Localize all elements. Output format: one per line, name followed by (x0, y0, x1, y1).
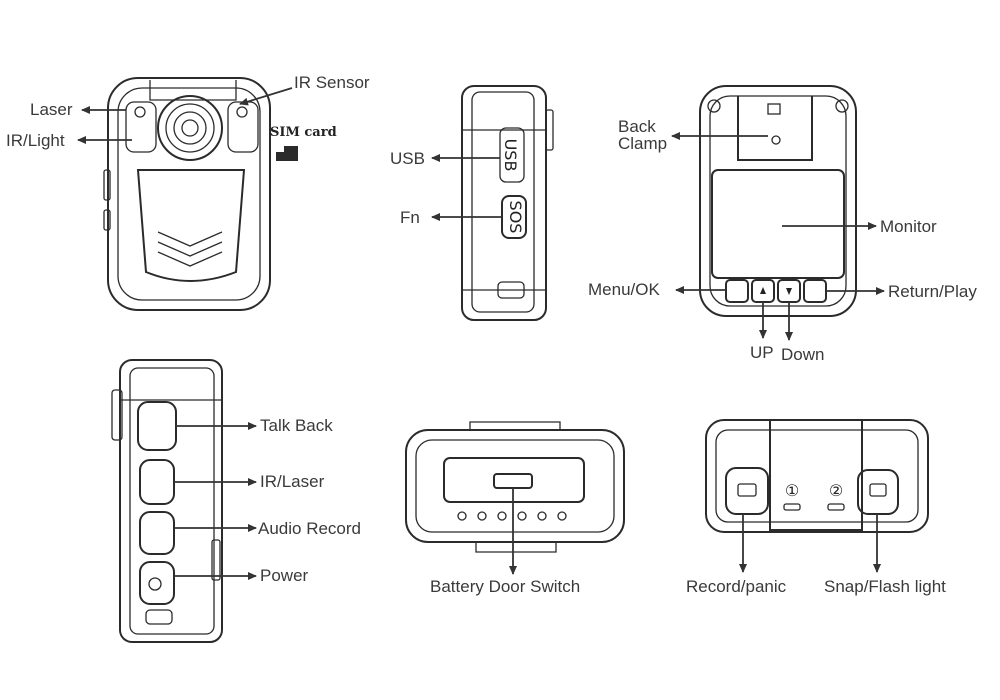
label-snap-flash-light: Snap/Flash light (824, 577, 946, 596)
record-panic-button[interactable] (725, 467, 769, 515)
side-view-right: USB SOS (461, 85, 554, 321)
label-menu-ok: Menu/OK (588, 280, 660, 299)
power-button[interactable] (139, 561, 175, 605)
label-power: Power (260, 566, 309, 585)
slot-one-mark: ① (785, 481, 799, 500)
label-usb: USB (390, 149, 425, 168)
side-view-left (111, 359, 223, 643)
label-down: Down (781, 345, 825, 364)
label-sim-card: SIM card (270, 125, 337, 140)
front-view (103, 77, 298, 311)
return-button[interactable] (803, 279, 827, 303)
slot-two-mark: ② (829, 481, 843, 500)
callout-arrows (77, 87, 885, 580)
label-up: UP (750, 343, 774, 362)
label-ir-sensor: IR Sensor (294, 73, 370, 92)
label-back-clamp: Back Clamp (618, 117, 668, 153)
snap-flash-button[interactable] (857, 469, 899, 515)
label-audio-record: Audio Record (258, 519, 362, 538)
back-view (699, 85, 857, 317)
bottom-view (405, 421, 625, 553)
ir-laser-button[interactable] (139, 459, 175, 505)
battery-door-switch[interactable] (493, 473, 533, 489)
label-ir-light: IR/Light (6, 131, 65, 150)
label-fn: Fn (400, 208, 420, 227)
top-view: ① ② (705, 419, 929, 533)
label-battery-door-switch: Battery Door Switch (430, 577, 581, 596)
sos-text: SOS (506, 201, 525, 234)
audio-record-button[interactable] (139, 511, 175, 555)
label-record-panic: Record/panic (686, 577, 787, 596)
label-monitor: Monitor (880, 217, 937, 236)
menu-button[interactable] (725, 279, 749, 303)
label-laser: Laser (30, 100, 73, 119)
label-talk-back: Talk Back (260, 416, 333, 435)
talk-back-button[interactable] (137, 401, 177, 451)
label-ir-laser: IR/Laser (260, 472, 325, 491)
label-return-play: Return/Play (888, 282, 977, 301)
usb-port-text: USB (501, 139, 520, 172)
